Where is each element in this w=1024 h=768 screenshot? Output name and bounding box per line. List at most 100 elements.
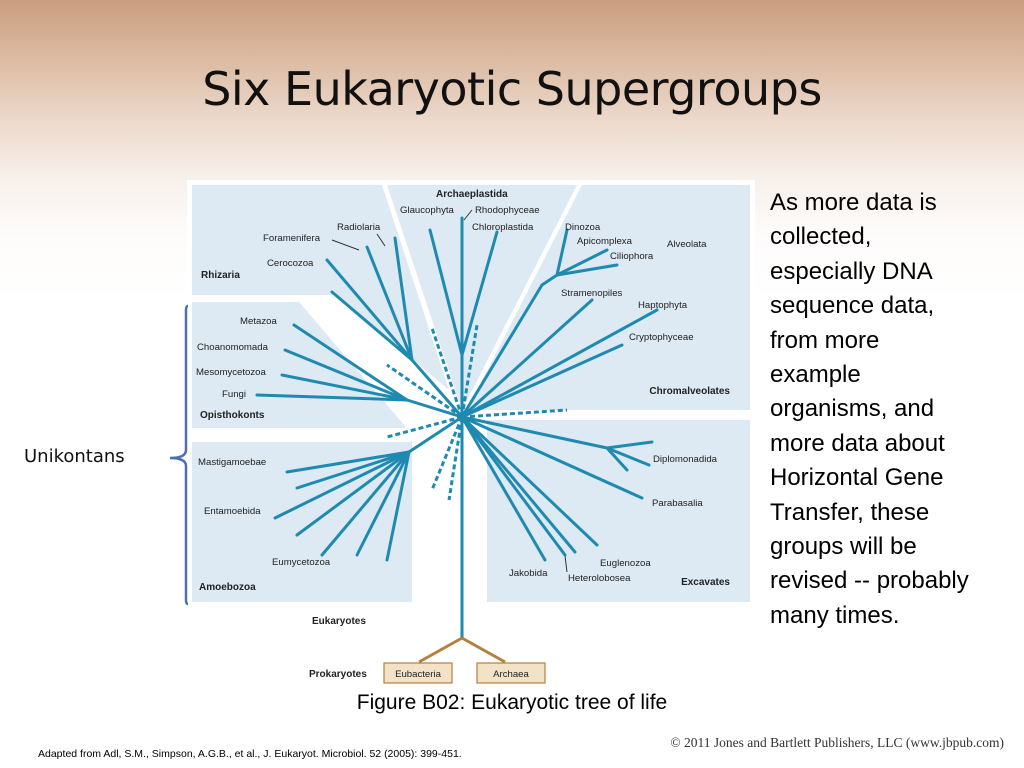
side-text-line: example <box>770 361 861 389</box>
branch-opisthokonts-stem <box>405 398 464 419</box>
side-text-line: especially DNA <box>770 257 933 285</box>
taxon-stramenopiles: Stramenopiles <box>561 288 623 299</box>
branch-dinozoa <box>555 228 569 277</box>
leader-foramenifera <box>331 239 360 251</box>
branch-fungi <box>255 393 409 402</box>
dashed-branch-5 <box>386 415 463 439</box>
taxon-heterolobosea: Heterolobosea <box>568 573 631 584</box>
dashed-branch-7 <box>447 416 464 501</box>
unikontans-bracket <box>169 304 189 606</box>
branch-cerocozoa <box>330 290 414 362</box>
eubacteria-box <box>383 662 453 684</box>
side-text-line: collected, <box>770 223 872 251</box>
branch-mastigamoebae <box>285 450 411 474</box>
group-amoebozoa: Amoebozoa <box>199 582 256 593</box>
branch-cryptophyceae <box>460 343 624 419</box>
branch-radiolaria-2 <box>365 245 414 362</box>
branch-entamoebida <box>273 450 411 520</box>
branch-amoebozoa-4 <box>295 450 411 537</box>
group-alveolata: Alveolata <box>667 239 707 250</box>
branch-euglenozoa-2 <box>460 415 577 554</box>
side-text-line: Horizontal Gene <box>770 464 944 492</box>
leader-heterolobosea <box>564 555 568 573</box>
taxon-parabasalia: Parabasalia <box>652 498 703 509</box>
panel-archaeplastida <box>387 185 577 410</box>
branch-diplomonadida-b <box>605 446 651 467</box>
branch-ciliophora <box>555 263 619 277</box>
taxon-chloroplastida: Chloroplastida <box>472 222 534 233</box>
branch-glaucophyta <box>428 228 464 357</box>
side-text-line: many times. <box>770 601 900 629</box>
taxon-glaucophyta: Glaucophyta <box>400 205 455 216</box>
branch-heterolobosea <box>460 415 567 557</box>
branch-amoebozoa-7 <box>385 450 411 562</box>
taxon-cryptophyceae: Cryptophyceae <box>629 332 694 343</box>
branch-metazoa <box>292 323 409 402</box>
branch-rhizaria-stem <box>410 358 464 419</box>
panel-opisthokonts <box>192 302 405 428</box>
taxon-haptophyta: Haptophyta <box>638 300 688 311</box>
branch-excavates-stem <box>460 415 609 450</box>
dashed-branch-4 <box>461 408 568 419</box>
group-rhizaria: Rhizaria <box>201 270 240 281</box>
taxon-fungi: Fungi <box>222 389 246 400</box>
side-text-line: groups will be <box>770 533 917 561</box>
branch-amoebozoa-2 <box>295 450 411 490</box>
taxon-diplomonadida: Diplomonadida <box>653 454 718 465</box>
branch-mesomycetozoa <box>280 373 409 402</box>
prokaryote-branch-right <box>461 636 506 664</box>
group-eukaryotes: Eukaryotes <box>312 616 366 627</box>
side-text-line: revised -- probably <box>770 567 969 595</box>
taxon-choanomomada: Choanomomada <box>197 342 269 353</box>
tree-diagram: Archaeplastida Rhizaria Chromalveolates … <box>192 185 750 684</box>
prokaryote-branch-left <box>418 636 463 664</box>
group-chromalveolates: Chromalveolates <box>649 386 730 397</box>
branch-haptophyta <box>460 308 659 419</box>
taxon-apicomplexa: Apicomplexa <box>577 236 633 247</box>
taxon-metazoa: Metazoa <box>240 316 277 327</box>
taxon-archaea: Archaea <box>493 669 529 680</box>
figure-caption: Figure B02: Eukaryotic tree of life <box>356 691 668 714</box>
panel-rhizaria <box>192 185 449 390</box>
side-text-line: organisms, and <box>770 395 935 423</box>
branch-foramenifera <box>325 258 414 362</box>
side-text-line: As more data is <box>770 189 937 216</box>
taxon-foramenifera: Foramenifera <box>263 233 321 244</box>
taxon-rhodophyceae: Rhodophyceae <box>475 205 540 216</box>
branch-euglenozoa <box>460 415 599 547</box>
dashed-branch-6 <box>430 416 464 491</box>
taxon-mesomycetozoa: Mesomycetozoa <box>196 367 267 378</box>
group-archaeplastida: Archaeplastida <box>436 189 508 200</box>
branch-radiolaria <box>393 236 414 362</box>
branch-amoebozoa-stem <box>407 415 464 454</box>
side-text-line: Transfer, these <box>770 498 930 526</box>
dashed-branch-2 <box>386 363 463 419</box>
branch-alveolata-stem <box>540 273 559 287</box>
source-citation: Adapted from Adl, S.M., Simpson, A.G.B.,… <box>38 748 462 760</box>
slide-title: Six Eukaryotic Supergroups <box>202 62 822 116</box>
taxon-cerocozoa: Cerocozoa <box>267 258 314 269</box>
taxon-entamoebida: Entamoebida <box>204 506 261 517</box>
branch-diplomonadida-a <box>605 440 654 450</box>
side-text-line: sequence data, <box>770 292 935 320</box>
eukaryotic-tree-figure: Archaeplastida Rhizaria Chromalveolates … <box>187 180 755 690</box>
unikontans-label: Unikontans <box>24 446 125 467</box>
archaea-box <box>476 662 546 684</box>
branch-chloroplastida <box>460 230 499 357</box>
side-text-block: As more data is collected, especially DN… <box>770 186 1020 633</box>
branch-jakobida <box>460 415 547 562</box>
branch-amoebozoa-5 <box>320 450 411 557</box>
group-opisthokonts: Opisthokonts <box>200 410 265 421</box>
side-text-line: from more <box>770 326 880 354</box>
branch-eumycetozoa <box>355 450 411 557</box>
branch-stramenopiles <box>460 298 594 419</box>
taxon-eubacteria: Eubacteria <box>395 669 442 680</box>
branch-diplomonadida-c <box>605 446 629 472</box>
branch-apicomplexa <box>555 248 609 277</box>
branch-choanomomada <box>283 348 409 402</box>
side-text-line: more data about <box>770 429 945 457</box>
branch-parabasalia <box>460 415 644 500</box>
leader-rhodophyceae <box>463 209 473 221</box>
group-prokaryotes: Prokaryotes <box>309 669 367 680</box>
taxon-euglenozoa: Euglenozoa <box>600 558 651 569</box>
